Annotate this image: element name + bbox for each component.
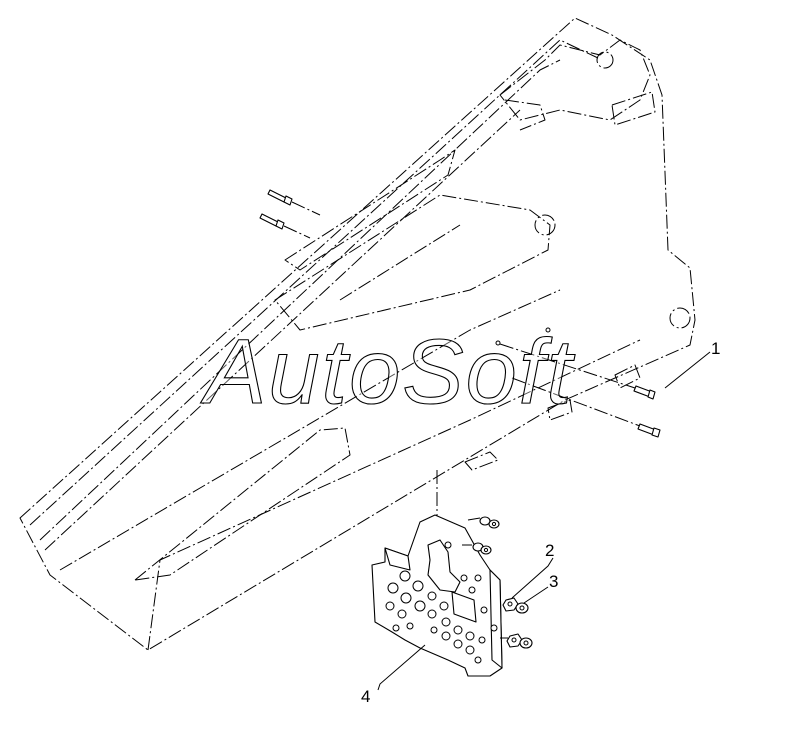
bolt-upper-left-1 — [267, 189, 321, 216]
callout-1: 1 — [711, 339, 720, 358]
leader-3 — [523, 586, 549, 604]
callout-4: 4 — [361, 687, 370, 706]
watermark-text: AutoSoft — [200, 321, 575, 423]
bolt-upper-left-2 — [259, 213, 311, 239]
leader-2 — [511, 557, 554, 599]
nut-set-lower — [500, 633, 533, 649]
boom-outline — [19, 17, 696, 651]
leader-4 — [377, 644, 426, 691]
callout-2: 2 — [545, 541, 554, 560]
nut-set-upper — [462, 516, 500, 555]
washer-item-3 — [515, 602, 529, 614]
mounting-plate-item-4 — [371, 514, 503, 677]
bolt-item-1-upper — [499, 343, 656, 400]
leader-1 — [664, 351, 711, 389]
bolt-item-1-lower — [511, 377, 661, 438]
callout-3: 3 — [549, 572, 558, 591]
nut-item-2 — [502, 597, 519, 612]
